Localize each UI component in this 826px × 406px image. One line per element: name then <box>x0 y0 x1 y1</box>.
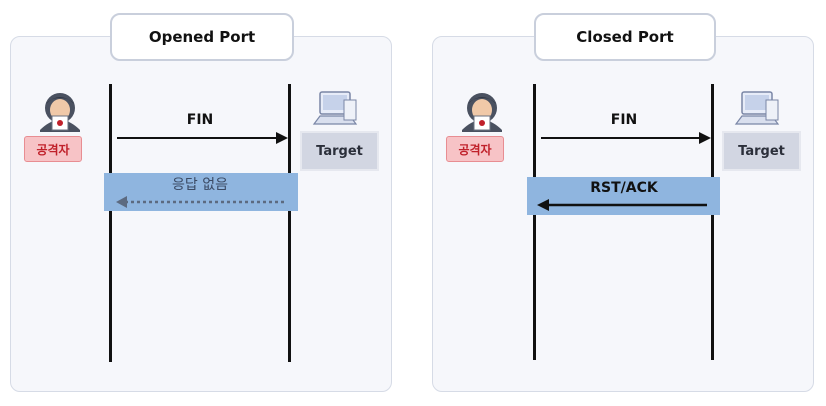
target-label: Target <box>722 131 801 171</box>
rst-ack-label: RST/ACK <box>590 180 658 196</box>
target-lifeline <box>711 84 714 360</box>
attacker-lifeline <box>109 84 112 362</box>
attacker-lifeline <box>533 84 536 360</box>
response-band <box>527 177 720 215</box>
no-response-label: 응답 없음 <box>172 177 228 193</box>
opened-port-title: Opened Port <box>110 13 294 61</box>
fin-label: FIN <box>610 112 638 128</box>
closed-port-title: Closed Port <box>534 13 716 61</box>
target-label: Target <box>300 131 379 171</box>
target-lifeline <box>288 84 291 362</box>
attacker-label: 공격자 <box>24 136 82 162</box>
response-band <box>104 173 298 211</box>
opened-port-panel <box>10 36 392 392</box>
attacker-label: 공격자 <box>446 136 504 162</box>
fin-label: FIN <box>186 112 214 128</box>
